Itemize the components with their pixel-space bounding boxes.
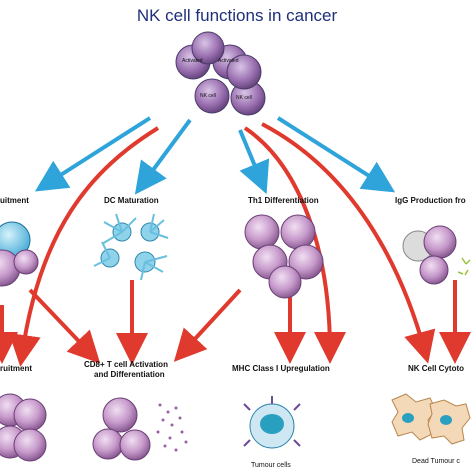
th1-cell <box>280 214 316 250</box>
th1-cell <box>288 244 324 280</box>
label-cd8-line2: and Differentiation <box>94 370 165 379</box>
label-igg-production: IgG Production fro <box>395 196 466 205</box>
nk-cell-label: Activated <box>182 58 203 64</box>
igg-cells <box>402 225 471 285</box>
red-arrow-mhc-long <box>243 126 346 364</box>
cd8-cell <box>102 397 138 433</box>
blue-arrow-igg <box>276 116 396 193</box>
cell <box>13 249 39 275</box>
nk-cell <box>191 31 225 65</box>
label-tumour-cells: Tumour cells <box>251 462 291 469</box>
label-th1-differentiation: Th1 Differentiation <box>248 196 319 205</box>
label-recruitment: uitment <box>0 196 29 205</box>
cd8-cell <box>119 429 151 461</box>
th1-cell <box>244 214 280 250</box>
red-arrow-to-cd8-a <box>28 288 101 364</box>
diagram-title: NK cell functions in cancer <box>136 6 338 25</box>
blue-arrow-recruitment <box>34 116 152 192</box>
mhc-receptors <box>243 396 301 447</box>
blue-arrows <box>34 116 396 195</box>
label-dc-maturation: DC Maturation <box>104 196 159 205</box>
nk-cell <box>226 54 262 90</box>
dead-tumour-cells <box>391 393 471 445</box>
bottom-recruitment-cells <box>0 393 47 462</box>
cell <box>13 398 47 432</box>
granule-dots <box>156 403 188 452</box>
nk-cell-label: NK cell <box>236 95 252 101</box>
b-cell <box>423 225 457 259</box>
label-cd8-line1: CD8+ T cell Activation <box>84 360 168 369</box>
dc-cells <box>93 213 169 281</box>
red-arrow-nk-long <box>261 122 436 364</box>
nk-cell <box>194 78 230 114</box>
cd8-cells <box>92 397 188 461</box>
th1-cell <box>268 265 302 299</box>
red-arrow-to-cd8-b <box>173 288 242 362</box>
nk-cell-label: Activated <box>218 58 239 64</box>
cd8-cell <box>92 428 124 460</box>
nk-cell-label: NK cell <box>200 93 216 99</box>
label-nk-cytotoxicity: NK Cell Cytoto <box>408 364 464 373</box>
label-mhc-upregulation: MHC Class I Upregulation <box>232 364 330 373</box>
nk-cell-cluster <box>175 31 266 116</box>
label-recruitment-2: ruitment <box>0 364 32 373</box>
cell <box>13 428 47 462</box>
dead-cell <box>391 393 437 441</box>
dc-dendrites <box>93 213 169 281</box>
b-cell <box>419 255 449 285</box>
blue-arrow-dc <box>134 118 192 195</box>
red-arrow-recruitment-long <box>9 126 160 367</box>
tumour-nucleus <box>260 414 284 434</box>
antibody-icons <box>457 257 471 276</box>
dead-nucleus <box>440 415 452 425</box>
label-dead-tumour: Dead Tumour c <box>412 458 460 465</box>
recruitment-cells <box>0 221 39 287</box>
blue-arrow-th1 <box>238 129 270 195</box>
red-arrows <box>0 122 471 367</box>
tumour-cell <box>243 396 301 449</box>
th1-cells <box>244 214 324 299</box>
dead-nucleus <box>402 413 414 423</box>
